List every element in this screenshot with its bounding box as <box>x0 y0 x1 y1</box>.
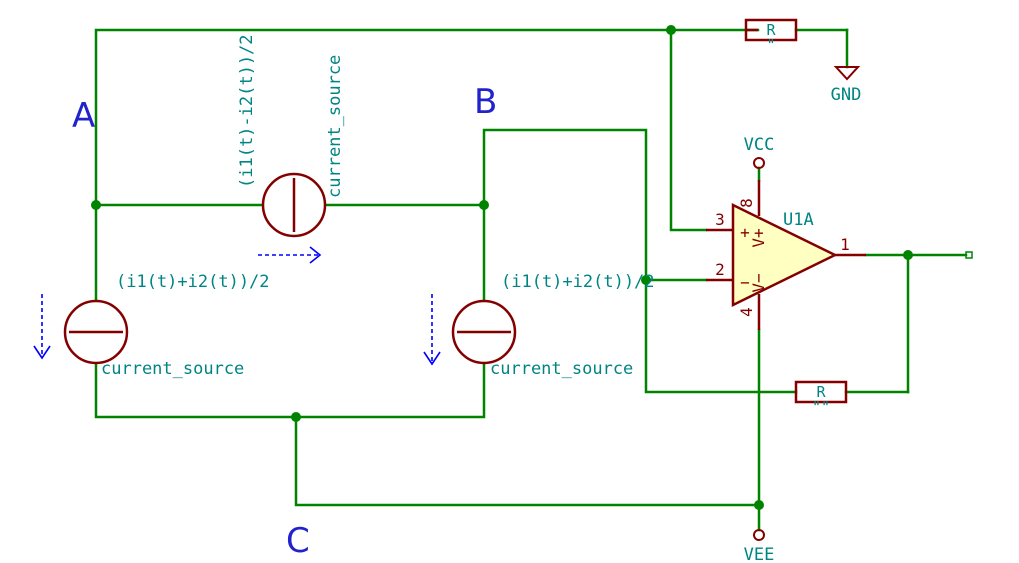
output-port <box>965 251 973 259</box>
wire-node-b <box>482 128 798 394</box>
pin-number: 4 <box>737 307 756 317</box>
opamp-triangle <box>731 202 838 308</box>
resistor-top-ref: " <box>766 36 775 54</box>
current-source-icon <box>451 299 517 365</box>
source-top-name: current_source <box>325 55 345 198</box>
vneg-symbol: V− <box>749 273 768 292</box>
wires <box>94 28 968 532</box>
resistor-bottom-ref: "" <box>812 398 830 416</box>
current-source-icon <box>261 172 327 238</box>
opamp-u1a: 3 2 1 8 4 + − V+ V− U1A <box>706 180 866 330</box>
resistor-top: R " <box>744 18 798 54</box>
ground-icon <box>833 66 861 81</box>
node-label-b: B <box>474 82 497 122</box>
node-label-a: A <box>72 96 95 136</box>
arrow-head-icon <box>33 345 51 360</box>
power-port-icon <box>753 157 765 169</box>
resistor-body <box>794 380 848 404</box>
gnd-label: GND <box>831 85 862 105</box>
junction-dot <box>91 200 101 210</box>
pin-number: 3 <box>715 210 725 229</box>
source-left-name: current_source <box>101 359 244 379</box>
minus-symbol: − <box>740 273 750 292</box>
current-source-right: (i1(t)+i2(t))/2 current_source <box>423 272 655 379</box>
junction-dot <box>666 25 676 35</box>
vee-symbol: VEE <box>744 529 775 563</box>
junction-dot <box>641 275 651 285</box>
current-source-icon <box>63 299 129 365</box>
power-port-icon <box>753 529 765 541</box>
arrow-head-icon <box>423 351 441 366</box>
wire-plus-input <box>669 28 708 232</box>
pin-number: 2 <box>715 260 725 279</box>
plus-symbol: + <box>740 223 750 242</box>
node-label-c: C <box>286 521 310 561</box>
wire-node-c-bottom <box>94 363 486 419</box>
resistor-body <box>744 18 798 42</box>
vee-label: VEE <box>744 545 775 563</box>
arrow-head-icon <box>309 246 322 264</box>
vcc-symbol: VCC <box>744 135 775 169</box>
resistor-bottom: R "" <box>794 380 848 416</box>
junction-dot <box>754 500 764 510</box>
junction-dot <box>903 250 913 260</box>
opamp-ref-label: U1A <box>783 210 814 230</box>
source-left-value: (i1(t)+i2(t))/2 <box>116 272 270 292</box>
junction-dot <box>291 412 301 422</box>
vpos-symbol: V+ <box>749 228 768 247</box>
junction-dot <box>479 200 489 210</box>
vcc-label: VCC <box>744 135 775 155</box>
resistor-bottom-value: R <box>816 383 826 401</box>
source-top-value: (i1(t)-i2(t))/2 <box>237 34 257 188</box>
gnd-symbol: GND <box>831 66 862 105</box>
pin-number: 1 <box>840 235 850 254</box>
wire-c-to-vee <box>294 415 761 507</box>
resistor-top-value: R <box>766 21 776 39</box>
wire-node-a-top <box>94 28 760 207</box>
current-source-left: (i1(t)+i2(t))/2 current_source <box>33 272 270 379</box>
source-right-name: current_source <box>490 359 633 379</box>
pin-number: 8 <box>737 198 756 208</box>
junctions <box>91 25 913 510</box>
current-source-top: (i1(t)-i2(t))/2 current_source <box>237 34 345 264</box>
source-right-value: (i1(t)+i2(t))/2 <box>501 272 655 292</box>
